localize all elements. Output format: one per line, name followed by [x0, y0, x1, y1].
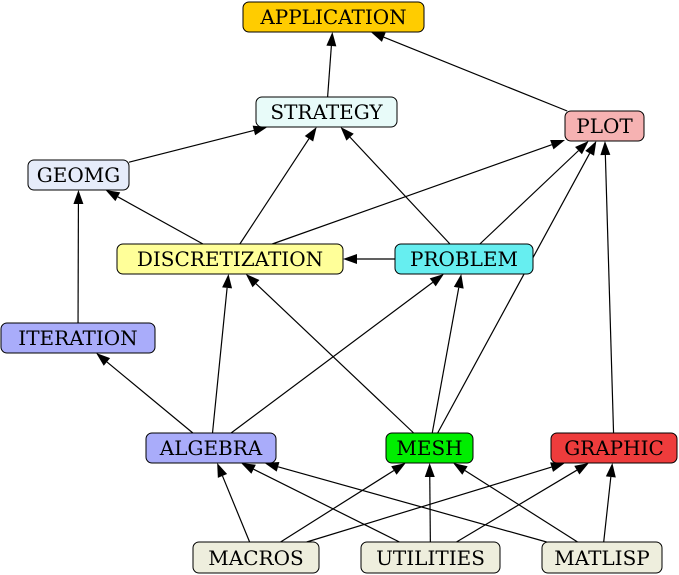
node-mesh-box [385, 432, 474, 464]
node-discretization-label: DISCRETIZATION [137, 247, 323, 271]
node-graphic: GRAPHIC [550, 432, 678, 464]
node-plot: PLOT [564, 110, 645, 142]
edge-problem-to-plot [479, 150, 579, 245]
edge-algebra-to-discretization [211, 287, 228, 434]
node-iteration-box [0, 322, 156, 354]
arrowhead-algebra-to-problem [429, 274, 444, 287]
edge-graphic-to-plot [604, 154, 615, 434]
edge-mesh-to-discretization [255, 283, 415, 434]
node-geomg: GEOMG [27, 159, 130, 191]
node-strategy-label: STRATEGY [270, 100, 383, 124]
edge-strategy-to-application [327, 45, 332, 98]
edge-problem-to-strategy [349, 136, 451, 245]
edge-mesh-to-plot [437, 153, 591, 434]
node-utilities-box [360, 541, 501, 574]
edge-matlisp-to-algebra [277, 466, 547, 543]
node-iteration: ITERATION [0, 322, 156, 354]
arrowhead-utilities-to-algebra [241, 463, 256, 474]
node-algebra-box [145, 432, 277, 464]
arrowhead-macros-to-mesh [391, 463, 406, 475]
node-macros-box [192, 541, 320, 574]
arrowhead-mesh-to-plot [585, 141, 597, 156]
node-plot-label: PLOT [576, 114, 633, 138]
edge-discretization-to-plot [272, 144, 553, 245]
node-utilities-label: UTILITIES [376, 546, 485, 570]
node-plot-box [564, 110, 645, 142]
node-macros: MACROS [192, 541, 320, 574]
node-discretization: DISCRETIZATION [116, 243, 344, 275]
node-iteration-label: ITERATION [18, 326, 137, 350]
arrowhead-matlisp-to-mesh [453, 463, 468, 475]
arrowhead-algebra-to-discretization [222, 274, 233, 289]
arrowhead-problem-to-plot [575, 141, 589, 155]
node-problem-box [394, 243, 534, 275]
arrowhead-geomg-to-strategy [252, 125, 268, 136]
node-mesh-label: MESH [396, 436, 462, 460]
node-graphic-label: GRAPHIC [564, 436, 664, 460]
node-geomg-label: GEOMG [37, 163, 120, 187]
node-strategy: STRATEGY [255, 96, 398, 128]
edge-algebra-to-iteration [106, 361, 194, 434]
node-algebra: ALGEBRA [145, 432, 277, 464]
node-matlisp-label: MATLISP [554, 546, 650, 570]
node-application-label: APPLICATION [259, 5, 406, 29]
node-macros-label: MACROS [208, 546, 303, 570]
edge-geomg-to-strategy [128, 129, 255, 163]
arrowhead-matlisp-to-graphic [605, 463, 616, 478]
arrowhead-iteration-to-geomg [73, 190, 84, 205]
arrowhead-graphic-to-plot [600, 141, 611, 156]
arrowhead-discretization-to-strategy [304, 127, 317, 142]
node-discretization-box [116, 243, 344, 275]
arrowhead-mesh-to-discretization [245, 274, 260, 288]
edge-utilities-to-graphic [456, 469, 578, 543]
edge-utilities-to-algebra [253, 468, 400, 543]
edges-layer [73, 32, 616, 543]
node-application: APPLICATION [242, 1, 425, 33]
arrowhead-strategy-to-application [326, 32, 337, 47]
edge-macros-to-graphic [306, 466, 552, 543]
edge-matlisp-to-graphic [603, 476, 612, 543]
arrowhead-macros-to-algebra [217, 463, 228, 478]
edge-plot-to-application [383, 36, 568, 112]
arrowhead-plot-to-application [370, 32, 386, 42]
arrowhead-discretization-to-geomg [105, 190, 121, 202]
node-matlisp-box [541, 541, 663, 574]
arrowhead-matlisp-to-algebra [264, 461, 280, 472]
arrowhead-algebra-to-iteration [96, 353, 111, 366]
node-geomg-box [27, 159, 130, 191]
node-mesh: MESH [385, 432, 474, 464]
node-utilities: UTILITIES [360, 541, 501, 574]
arrowhead-macros-to-graphic [550, 462, 565, 472]
edge-macros-to-mesh [280, 469, 395, 543]
node-problem-label: PROBLEM [410, 247, 518, 271]
node-strategy-box [255, 96, 398, 128]
arrowhead-discretization-to-plot [550, 140, 565, 150]
node-algebra-label: ALGEBRA [159, 436, 263, 460]
arrowhead-utilities-to-graphic [574, 463, 589, 475]
edge-algebra-to-problem [230, 281, 434, 434]
arrowhead-problem-to-strategy [340, 127, 354, 141]
node-matlisp: MATLISP [541, 541, 663, 574]
edge-mesh-to-problem [431, 287, 460, 434]
arrowhead-utilities-to-mesh [424, 463, 435, 478]
edge-discretization-to-strategy [239, 138, 310, 245]
node-graphic-box [550, 432, 678, 464]
arrowhead-mesh-to-problem [453, 274, 464, 289]
node-application-box [242, 1, 425, 33]
edge-discretization-to-geomg [117, 196, 204, 245]
arrowhead-problem-to-discretization [343, 254, 357, 264]
edge-macros-to-algebra [221, 475, 251, 543]
node-problem: PROBLEM [394, 243, 534, 275]
edge-matlisp-to-mesh [464, 469, 578, 543]
